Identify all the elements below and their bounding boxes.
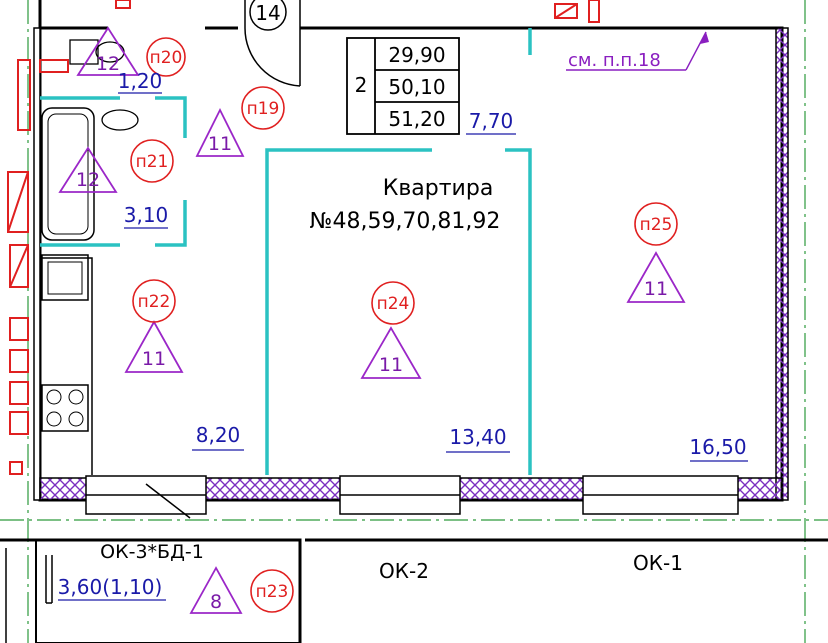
stove: [41, 384, 89, 432]
lower-outline: [0, 538, 828, 643]
room-p25-height: 11: [644, 278, 668, 300]
summary-living-area: 29,90: [388, 43, 445, 67]
entry-door: [244, 0, 301, 87]
partitions: [40, 28, 532, 475]
window-ok2-label: ОК-2: [379, 559, 429, 583]
bathtub: [41, 107, 95, 241]
room-p19-area: 7,70: [469, 109, 514, 133]
balcony-area: 3,60(1,10): [58, 575, 163, 599]
room-p20-code: п20: [150, 48, 183, 68]
room-p25: 11 п25 16,50: [626, 202, 748, 462]
apartment-numbers: №48,59,70,81,92: [310, 209, 501, 234]
balcony-p23: ОК-3*БД-1 3,60(1,10) 8 п23: [45, 541, 294, 614]
room-p19-code: п19: [247, 99, 280, 119]
room-p22: 11 п22 8,20: [124, 279, 244, 451]
room-p19-height: 11: [208, 133, 232, 155]
sink: [101, 109, 139, 131]
room-p24: 11 п24 13,40: [360, 281, 510, 453]
reference-note-text: см. п.п.18: [568, 50, 661, 71]
room-p25-code: п25: [640, 215, 673, 235]
utility-marks: [7, 0, 600, 475]
room-p21-code: п21: [136, 152, 169, 172]
summary-total-with-balcony: 51,20: [388, 107, 445, 131]
apartment-title: Квартира: [383, 176, 494, 201]
toilet: [69, 39, 99, 65]
room-p21-area: 3,10: [124, 203, 169, 227]
room-p22-code: п22: [138, 292, 171, 312]
room-p20-height: 12: [96, 53, 120, 75]
room-p24-area: 13,40: [449, 425, 506, 449]
room-p24-height: 11: [379, 354, 403, 376]
kitchen-sink: [41, 254, 89, 301]
room-p21-height: 12: [76, 169, 100, 191]
room-p20: 12 п20 1,20: [76, 26, 186, 94]
room-p24-code: п24: [377, 294, 410, 314]
room-p25-area: 16,50: [689, 435, 746, 459]
fixtures: [41, 39, 139, 432]
exterior-walls: [33, 0, 789, 519]
balcony-label: ОК-3*БД-1: [100, 541, 204, 563]
summary-rooms: 2: [355, 73, 368, 97]
balcony-height: 8: [210, 591, 222, 613]
axis-marker: 14: [249, 0, 287, 31]
reference-note: см. п.п.18: [566, 31, 709, 71]
room-p21: 12 п21 3,10: [58, 139, 174, 229]
summary-total-area: 50,10: [388, 75, 445, 99]
room-p22-area: 8,20: [196, 423, 241, 447]
room-p20-area: 1,20: [118, 69, 163, 93]
axis-marker-label: 14: [255, 1, 280, 25]
room-p22-height: 11: [142, 348, 166, 370]
room-p19: 11 п19 7,70: [195, 86, 516, 157]
summary-table: 2 29,90 50,10 51,20: [346, 37, 460, 135]
window-ok1-label: ОК-1: [633, 551, 683, 575]
balcony-code: п23: [256, 582, 289, 602]
